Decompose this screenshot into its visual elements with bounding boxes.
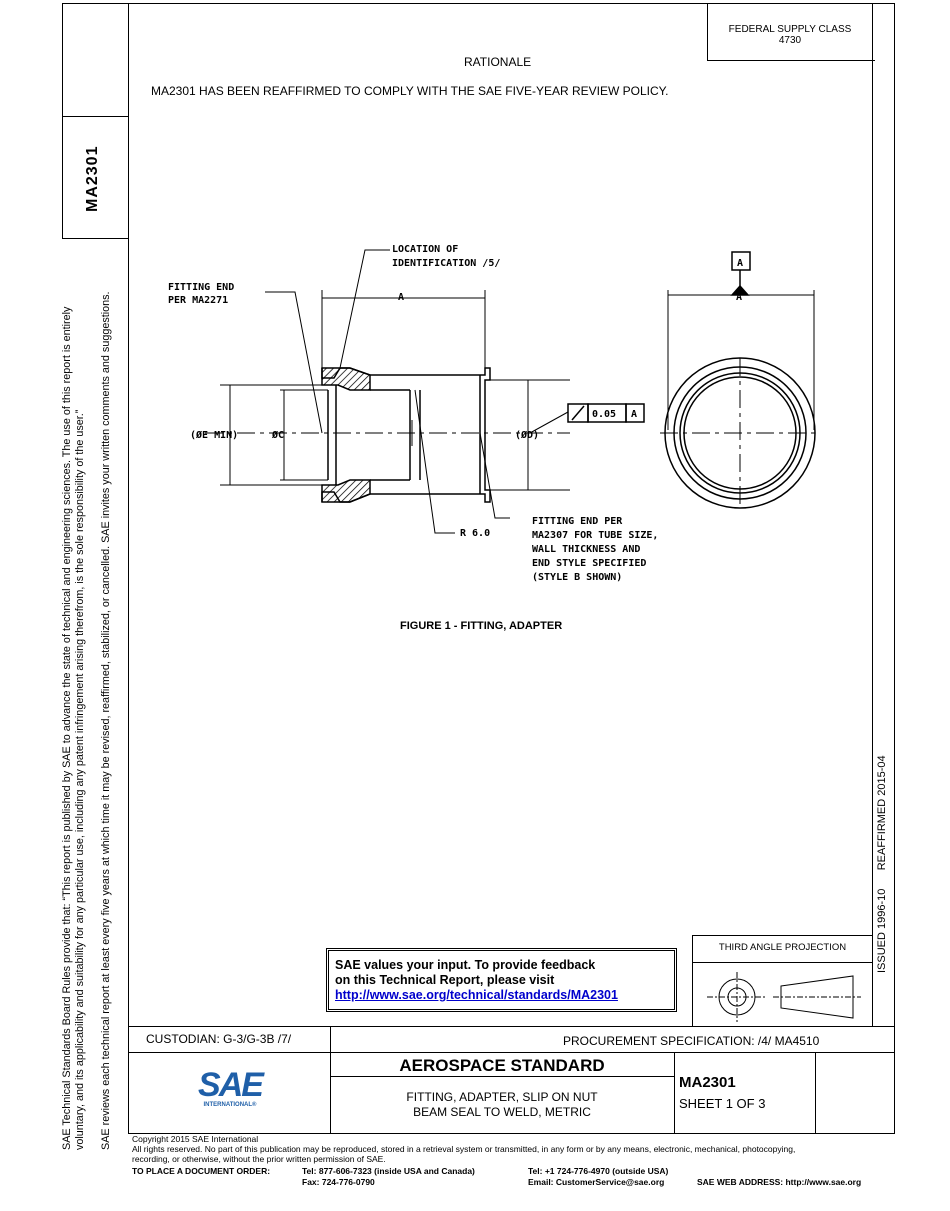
projection-symbol [707,972,861,1022]
dim-c-label: ØC [271,429,284,441]
feedback-box: SAE values your input. To provide feedba… [326,948,677,1012]
email: Email: CustomerService@sae.org [528,1177,665,1187]
fsc-label: FEDERAL SUPPLY CLASS [728,24,852,35]
left-margin-line [62,3,63,239]
top-frame-line [62,3,894,4]
fsc-box: FEDERAL SUPPLY CLASS 4730 [707,3,873,61]
procurement-text: PROCUREMENT SPECIFICATION: /4/ MA4510 [563,1034,820,1048]
standard-type-line [330,1076,674,1077]
location-label: LOCATION OF [392,244,458,255]
side-notice-line3: SAE reviews each technical report at lea… [100,291,112,1150]
dim-e-label: (ØE MIN) [190,429,238,441]
right-column-line [872,3,873,1027]
custodian-text: CUSTODIAN: G-3/G-3B /7/ [146,1032,292,1046]
title-block-bottom [128,1133,895,1134]
custodian-divider [330,1026,331,1134]
fsc-line [707,60,875,61]
dim-a-label: A [398,292,404,303]
title-doc-number: MA2301 [679,1074,736,1091]
projection-label: THIRD ANGLE PROJECTION [718,942,847,953]
right-frame-line [894,3,895,1133]
dim-a-end-label: A [736,292,742,303]
fitting-end2-label: FITTING END PER [532,516,623,527]
tolerance-datum: A [631,409,637,420]
web-address: SAE WEB ADDRESS: http://www.sae.org [697,1177,862,1187]
title-line2: BEAM SEAL TO WELD, METRIC [413,1105,591,1119]
custodian-row-top [128,1026,895,1027]
feedback-link[interactable]: http://www.sae.org/technical/standards/M… [335,988,618,1002]
feedback-line2: on this Technical Report, please visit [335,973,555,987]
tel-us: Tel: 877-606-7323 (inside USA and Canada… [302,1166,475,1176]
copyright: Copyright 2015 SAE International [132,1134,259,1144]
projection-box: THIRD ANGLE PROJECTION [692,935,873,1027]
custodian-row-bottom [128,1052,895,1053]
sae-logo: SAE INTERNATIONAL® [195,1068,265,1108]
left-docnum-box-top [62,116,129,117]
figure-caption: FIGURE 1 - FITTING, ADAPTER [400,620,563,632]
rationale-text: MA2301 HAS BEEN REAFFIRMED TO COMPLY WIT… [151,84,669,98]
fitting-end2c-label: WALL THICKNESS AND [532,544,640,555]
left-column-line [128,3,129,1133]
standard-type: AEROSPACE STANDARD [399,1056,605,1075]
title-divider-far [815,1052,816,1133]
rights: All rights reserved. No part of this pub… [132,1144,796,1154]
footer: Copyright 2015 SAE International All rig… [132,1134,892,1164]
tel-intl: Tel: +1 724-776-4970 (outside USA) [528,1166,669,1176]
fitting-end2d-label: END STYLE SPECIFIED [532,558,646,569]
order-label: TO PLACE A DOCUMENT ORDER: [132,1166,271,1176]
title-divider-right [674,1052,675,1133]
fitting-end1b-label: PER MA2271 [168,295,228,306]
side-notice-line2: voluntary, and its applicability and sui… [74,409,86,1150]
sae-logo-sub: INTERNATIONAL® [203,1102,257,1108]
issue-info: ISSUED 1996-10 REAFFIRMED 2015-04 [876,755,888,973]
fitting-end2e-label: (STYLE B SHOWN) [532,572,622,583]
feedback-line1: SAE values your input. To provide feedba… [335,958,596,972]
side-doc-number: MA2301 [84,145,101,212]
sae-logo-mark: SAE [198,1066,264,1104]
fitting-drawing: LOCATION OF IDENTIFICATION /5/ FITTING E… [168,244,820,583]
rationale-heading: RATIONALE [464,55,532,69]
title-sheet: SHEET 1 OF 3 [679,1096,766,1111]
rights2: recording, or otherwise, without the pri… [132,1154,386,1164]
location-label2: IDENTIFICATION /5/ [392,258,500,269]
tolerance-value: 0.05 [592,409,616,420]
left-docnum-box-bottom [62,238,129,239]
fax: Fax: 724-776-0790 [302,1177,375,1187]
title-line1: FITTING, ADAPTER, SLIP ON NUT [406,1090,598,1104]
fitting-end1-label: FITTING END [168,282,234,293]
dim-d-label: (ØD) [515,429,539,441]
fsc-value: 4730 [778,35,802,46]
radius-label: R 6.0 [460,528,490,539]
end-datum: A [737,258,743,269]
side-notice-line1: SAE Technical Standards Board Rules prov… [61,306,73,1150]
fitting-end2b-label: MA2307 FOR TUBE SIZE, [532,530,658,541]
